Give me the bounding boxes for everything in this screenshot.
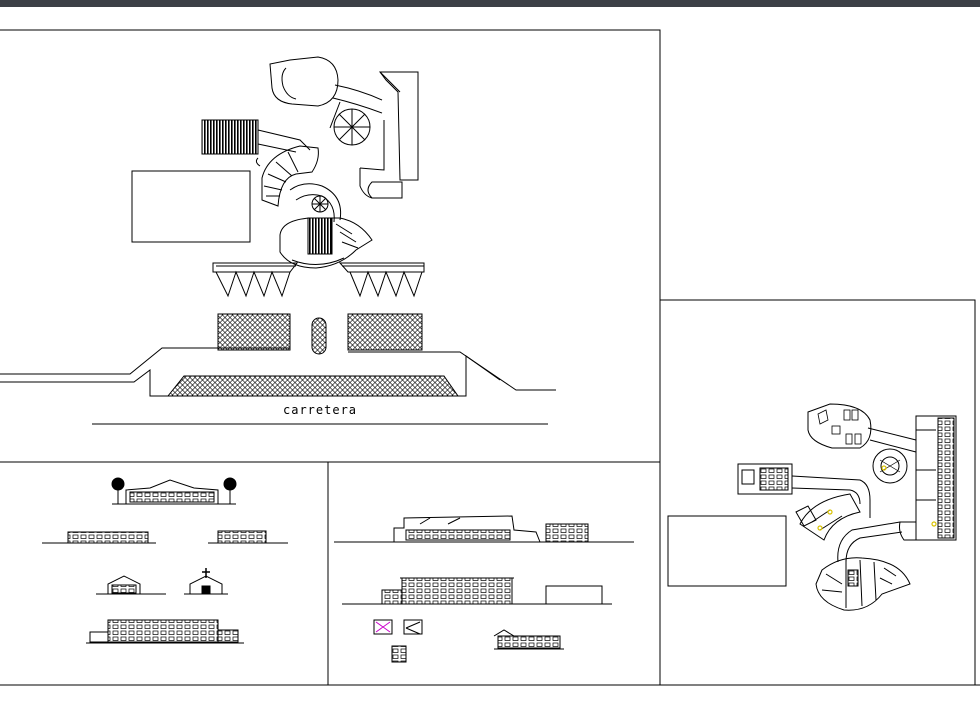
left-block [737,463,793,495]
striped-block [201,119,259,155]
elevation-1 [125,479,219,504]
floor-plan [667,403,957,611]
road-label: carretera [283,403,357,417]
blob-building [269,56,339,107]
elevations-left [42,477,288,644]
lobe-building [807,403,872,449]
sawtooth-roof-right [338,262,425,273]
floor-rotunda [872,448,908,484]
parking-left [217,313,291,351]
window-title-bar [0,0,980,7]
curved-wing [799,493,861,541]
elevation-6 [393,515,541,543]
corridor [334,84,383,101]
fan-wing [261,145,319,207]
elevations-middle [334,515,634,663]
sawtooth-roof-left [212,262,299,273]
tall-block-building [379,71,419,181]
elevation-3 [217,530,267,544]
elevation-8 [497,635,561,649]
tree-left [111,477,125,504]
sheet-frames [0,29,980,686]
long-building [915,415,957,541]
site-plan: carretera [0,56,556,425]
parking-right [347,313,423,351]
fan-building [815,557,911,611]
elevation-2 [67,531,149,544]
center-island [311,317,327,355]
tree-right [223,477,237,504]
elevation-5 [107,619,219,643]
floor-plan-title-box [667,515,787,587]
entrance-fan [279,217,373,269]
small-block [367,181,403,199]
elevation-7 [401,577,513,605]
title-block-box [131,170,251,243]
road-strip [166,375,459,397]
detail-symbols [373,619,423,663]
